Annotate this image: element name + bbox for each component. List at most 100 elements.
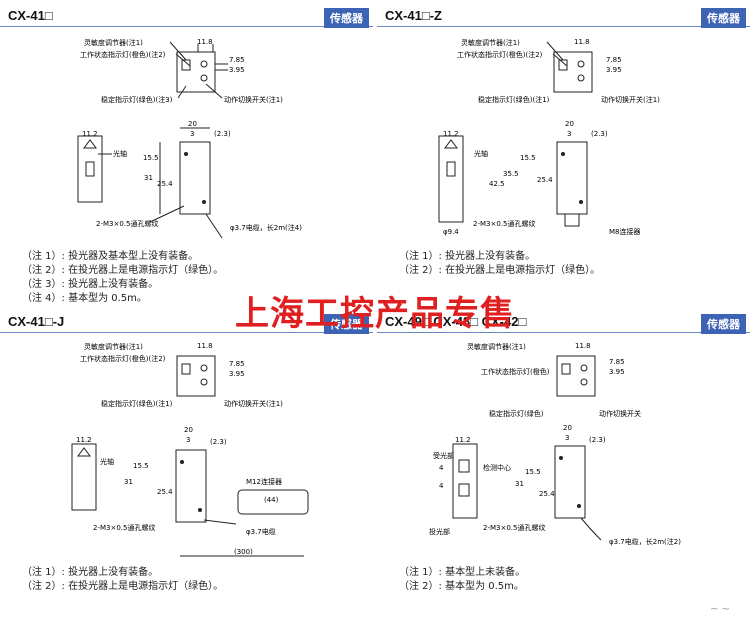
- sensor-badge: 传感器: [701, 8, 746, 28]
- callout-op-switch: 动作切换开关(注1): [224, 399, 283, 408]
- panel-header: CX-41□-Z 传感器: [377, 6, 750, 28]
- callout-optical-axis: 光轴: [113, 149, 127, 158]
- note-3: （注 3）: 投光器上没有装备。: [22, 279, 159, 290]
- note-4: （注 4）: 基本型为 0.5m。: [22, 293, 147, 304]
- callout-sensitivity: 灵敏度调节器(注1): [84, 342, 143, 351]
- dim-20: 20: [565, 120, 574, 128]
- dim-25-4: 25.4: [157, 180, 173, 188]
- callout-through-holes: 2-M3×0.5通孔螺纹: [483, 523, 545, 532]
- callout-op-indicator: 工作状态指示灯(橙色)(注2): [80, 50, 166, 59]
- callout-receiver: 受光部: [433, 451, 454, 460]
- callout-sensitivity: 灵敏度调节器(注1): [467, 342, 526, 351]
- dimension-drawing: 11.8 7.85 3.95 灵敏度调节器(注1) 工作状态指示灯(橙色)(注2…: [438, 38, 660, 236]
- dim-35-5: 35.5: [503, 170, 519, 178]
- notes: （注 1）: 基本型上未装备。 （注 2）: 基本型为 0.5m。: [399, 566, 525, 594]
- dim-300: (300): [234, 548, 253, 556]
- callout-stable-indicator: 稳定指示灯(绿色)(注1): [478, 95, 550, 104]
- panel-header: CX-41□-J 传感器: [0, 312, 373, 334]
- callout-through-holes: 2-M3×0.5通孔螺纹: [93, 523, 155, 532]
- callout-detection-center: 检测中心: [483, 463, 511, 472]
- dim-44: (44): [264, 496, 279, 504]
- dim-15-5: 15.5: [520, 154, 536, 162]
- dim-2-3: (2.3): [214, 130, 231, 138]
- notes: （注 1）: 投光器上没有装备。 （注 2）: 在投光器上是电源指示灯（绿色）。: [22, 566, 223, 594]
- model-title: CX-41□-Z: [385, 8, 442, 23]
- dim-4: 4: [439, 482, 444, 490]
- panel-cx-41-j: CX-41□-J 传感器 11.8 7.85 3.95 灵敏度调节器(注1) 工…: [0, 312, 373, 612]
- dim-2-3: (2.3): [589, 436, 606, 444]
- dim-11-2: 11.2: [455, 436, 471, 444]
- note-2: （注 2）: 在投光器上是电源指示灯（绿色）。: [22, 581, 224, 592]
- callout-optical-axis: 光轴: [474, 149, 488, 158]
- callout-op-indicator: 工作状态指示灯(橙色): [481, 367, 550, 376]
- panel-cx-41-z: CX-41□-Z 传感器 11.8 7.85 3.95 灵敏度调节器(注1) 工…: [377, 6, 750, 306]
- callout-op-indicator: 工作状态指示灯(橙色)(注2): [80, 354, 166, 363]
- watermark: 上海工控产品专售: [235, 294, 515, 334]
- note-1: （注 1）: 投光器上没有装备。: [22, 567, 159, 578]
- dim-15-5: 15.5: [525, 468, 541, 476]
- notes: （注 1）: 投光器上没有装备。 （注 2）: 在投光器上是电源指示灯（绿色）。: [399, 250, 600, 278]
- dim-7-85: 7.85: [609, 358, 625, 366]
- callout-m8-connector: M8连接器: [609, 227, 641, 236]
- dim-20: 20: [563, 424, 572, 432]
- dim-11-8: 11.8: [574, 38, 590, 46]
- panel-header: CX-49□ CX-48□ CX-42□ 传感器: [377, 312, 750, 334]
- dimension-drawing: 11.8 7.85 3.95 灵敏度调节器(注1) 工作状态指示灯(橙色) 稳定…: [429, 342, 681, 546]
- dim-7-85: 7.85: [606, 56, 622, 64]
- callout-stable-indicator: 稳定指示灯(绿色)(注3): [101, 95, 173, 104]
- panel-cx-41: CX-41□ 传感器 11.8 7.85 3.95 灵敏度调节器(注1) 工作状…: [0, 6, 373, 306]
- dim-11-8: 11.8: [197, 342, 213, 350]
- dim-2-3: (2.3): [591, 130, 608, 138]
- dim-4: 4: [439, 464, 444, 472]
- corner-mark: ~ ~: [710, 604, 730, 615]
- dim-11-8: 11.8: [197, 38, 213, 46]
- dim-3-95: 3.95: [606, 66, 622, 74]
- callout-cable: φ3.7电缆: [246, 527, 276, 536]
- dim-15-5: 15.5: [133, 462, 149, 470]
- dim-7-85: 7.85: [229, 56, 245, 64]
- callout-op-indicator: 工作状态指示灯(橙色)(注2): [457, 50, 543, 59]
- dim-11-8: 11.8: [575, 342, 591, 350]
- callout-emitter: 投光部: [429, 527, 450, 536]
- note-2: （注 2）: 在投光器上是电源指示灯（绿色）。: [399, 265, 601, 276]
- panel-cx-49-48-42: CX-49□ CX-48□ CX-42□ 传感器 11.8 7.85 3.95 …: [377, 312, 750, 612]
- callout-m12-connector: M12连接器: [246, 477, 282, 486]
- dim-3: 3: [186, 436, 190, 444]
- dim-25-4: 25.4: [157, 488, 173, 496]
- dim-3: 3: [190, 130, 194, 138]
- sensor-badge: 传感器: [701, 314, 746, 334]
- dim-3-95: 3.95: [229, 370, 245, 378]
- dim-15-5: 15.5: [143, 154, 159, 162]
- callout-stable-indicator: 稳定指示灯(绿色): [489, 409, 544, 418]
- callout-sensitivity: 灵敏度调节器(注1): [84, 38, 143, 47]
- notes: （注 1）: 投光器及基本型上没有装备。 （注 2）: 在投光器上是电源指示灯（…: [22, 250, 223, 306]
- callout-cable: φ3.7电缆，长2m(注4): [230, 223, 302, 232]
- note-1: （注 1）: 投光器上没有装备。: [399, 251, 536, 262]
- dim-11-2: 11.2: [76, 436, 92, 444]
- dim-11-2: 11.2: [443, 130, 459, 138]
- dim-42-5: 42.5: [489, 180, 505, 188]
- dim-31: 31: [124, 478, 133, 486]
- dim-3-95: 3.95: [229, 66, 245, 74]
- callout-sensitivity: 灵敏度调节器(注1): [461, 38, 520, 47]
- note-2: （注 2）: 基本型为 0.5m。: [399, 581, 524, 592]
- model-title: CX-41□-J: [8, 314, 65, 329]
- model-title: CX-49□ CX-48□ CX-42□: [385, 314, 527, 329]
- callout-op-switch: 动作切换开关(注1): [601, 95, 660, 104]
- dim-3-95: 3.95: [609, 368, 625, 376]
- dim-25-4: 25.4: [539, 490, 555, 498]
- panel-header: CX-41□ 传感器: [0, 6, 373, 28]
- dimension-drawing: 11.8 7.85 3.95 灵敏度调节器(注1) 工作状态指示灯(橙色)(注2…: [77, 38, 302, 239]
- dim-25-4: 25.4: [537, 176, 553, 184]
- dimension-drawing: 11.8 7.85 3.95 灵敏度调节器(注1) 工作状态指示灯(橙色)(注2…: [71, 342, 309, 557]
- dim-7-85: 7.85: [229, 360, 245, 368]
- dim-11-2: 11.2: [82, 130, 98, 138]
- model-title: CX-41□: [8, 8, 53, 23]
- callout-op-switch: 动作切换开关: [599, 409, 641, 418]
- dim-3: 3: [567, 130, 571, 138]
- dim-31: 31: [515, 480, 524, 488]
- dim-20: 20: [184, 426, 193, 434]
- callout-through-holes: 2-M3×0.5通孔螺纹: [473, 219, 535, 228]
- callout-stable-indicator: 稳定指示灯(绿色)(注1): [101, 399, 173, 408]
- sensor-badge: 传感器: [324, 8, 369, 28]
